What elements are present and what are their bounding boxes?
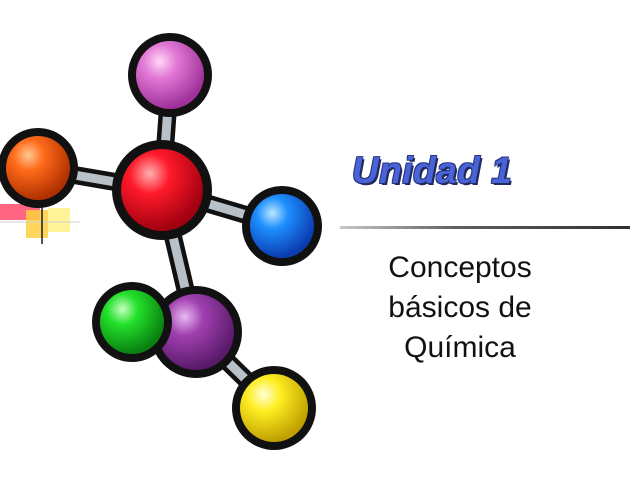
atom-center — [112, 140, 212, 240]
subtitle-line-2: básicos de — [388, 291, 532, 324]
subtitle-line-3: Química — [404, 331, 516, 364]
title-divider — [340, 226, 630, 229]
atom-lower-center — [150, 286, 242, 378]
decorative-squares — [0, 200, 80, 244]
slide-title: Unidad 1 — [352, 150, 513, 191]
slide-subtitle: Conceptos básicos de Química — [360, 248, 560, 368]
molecule-icon — [0, 33, 322, 450]
atom-lower-left — [92, 282, 172, 362]
subtitle-line-1: Conceptos — [388, 251, 532, 284]
atom-right — [242, 186, 322, 266]
atom-top — [128, 33, 212, 117]
atom-left — [0, 128, 78, 208]
atom-bottom — [232, 366, 316, 450]
